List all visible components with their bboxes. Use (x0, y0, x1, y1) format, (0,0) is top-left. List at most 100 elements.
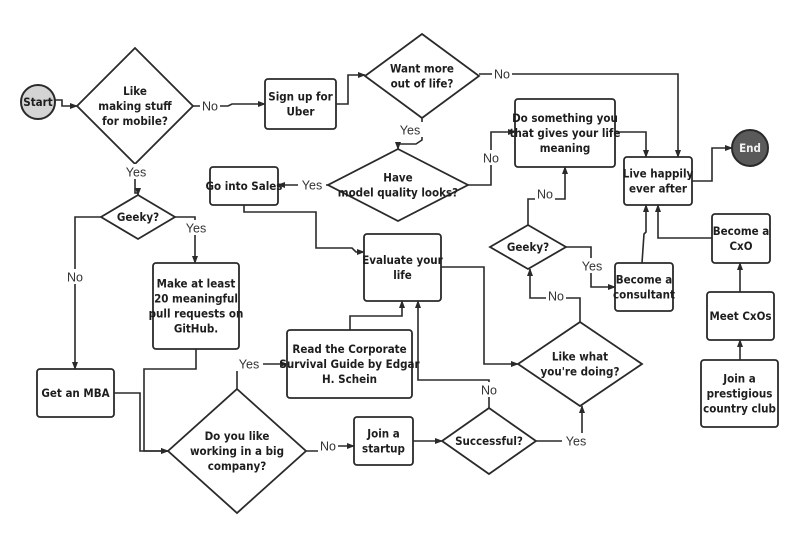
node-label-line: Live happily (623, 167, 694, 181)
edge-label-background (479, 382, 499, 397)
decision-diamond (488, 223, 568, 271)
node-label-line: CxO (729, 239, 752, 253)
edge-happily-to-end (692, 145, 733, 182)
node-label-line: Do you like (205, 429, 270, 443)
node-label-line: GitHub. (174, 322, 218, 336)
edge-meetCxos-to-cxo (655, 204, 712, 239)
node-label-line: meaning (540, 141, 590, 155)
node-label-line: making stuff (98, 99, 172, 113)
decision-diamond (99, 193, 177, 241)
edge-label-background (182, 220, 210, 235)
edge-label-yes: Yes (566, 435, 586, 449)
edge-start-to-mobile (55, 99, 78, 109)
node-label-line: Want more (390, 62, 454, 76)
node-label-line: pull requests on (149, 307, 244, 321)
node-geeky1: Geeky? (99, 193, 177, 241)
edge-label-yes: Yes (582, 260, 602, 274)
process-box (614, 262, 674, 312)
node-label-line: consultant (613, 288, 675, 302)
node-label-line: Sign up for (268, 90, 333, 104)
edge-label-background (200, 98, 220, 113)
edge-label-no: No (320, 440, 336, 454)
node-mba: Get an MBA (36, 368, 115, 418)
node-label-line: Geeky? (117, 210, 159, 224)
node-label-line: Read the Corporate (292, 342, 406, 356)
node-label-line: Do something you (512, 111, 618, 125)
edge-label-background (492, 66, 512, 81)
edge-label-background (396, 122, 424, 137)
edge-label-background (235, 356, 263, 371)
process-box (706, 291, 775, 341)
edge-label-yes: Yes (400, 124, 420, 138)
edge-uber-to-moreLife (336, 72, 366, 105)
node-sales: Go into Sales (206, 166, 283, 206)
node-label-line: Meet CxOs (709, 309, 771, 323)
edge-label-background (65, 269, 85, 284)
node-end: End (731, 129, 769, 167)
edge-geeky2-to-consultant (641, 204, 649, 264)
edge-label-no: No (494, 68, 510, 82)
edge-label-yes: Yes (302, 179, 322, 193)
edge-geeky1-to-pullRequests (175, 216, 198, 264)
edge-label-background (481, 150, 501, 165)
process-box (36, 368, 115, 418)
node-label-line: country club (703, 402, 776, 416)
node-label-line: Become a (713, 224, 770, 238)
process-box (711, 213, 771, 264)
edge-mba-to-bigCompany (114, 392, 169, 454)
edge-label-background (122, 164, 150, 179)
edge-label-no: No (481, 384, 497, 398)
node-label-line: Join a (722, 372, 755, 386)
node-label-line: Geeky? (507, 240, 549, 254)
node-label-line: Get an MBA (41, 386, 109, 400)
node-label-line: Make at least (157, 277, 236, 291)
edge-readGuide-to-evaluate (349, 300, 405, 330)
node-label-line: Evaluate your (362, 253, 443, 267)
edge-label-yes: Yes (126, 166, 146, 180)
node-geeky2: Geeky? (488, 223, 568, 271)
node-label-line: Have (383, 171, 412, 185)
edge-label-no: No (537, 188, 553, 202)
edge-sales-to-evaluate (243, 205, 365, 255)
node-label-line: Become a (616, 273, 673, 287)
process-box (209, 166, 279, 206)
edge-evaluate-to-likeDoing (441, 266, 519, 367)
decision-diamond (166, 387, 308, 515)
decision-diamond (363, 32, 481, 120)
node-label-line: life (393, 268, 412, 282)
node-label-line: prestigious (707, 387, 773, 401)
edge-label-no: No (67, 271, 83, 285)
node-label-line: model quality looks? (338, 186, 458, 200)
node-successful: Successful? (440, 406, 538, 476)
node-label-line: Uber (287, 105, 316, 119)
decision-diamond (516, 320, 644, 408)
edge-label-no: No (202, 100, 218, 114)
edge-label-no: No (483, 152, 499, 166)
edge-moreLife-to-happily (479, 73, 681, 158)
node-label-line: Go into Sales (206, 179, 283, 193)
edge-label-no: No (548, 290, 564, 304)
edge-label-background (535, 186, 555, 201)
edge-geeky1-to-mba (72, 216, 101, 370)
start-terminal (20, 84, 56, 120)
process-box (264, 78, 337, 130)
node-label-line: Like (123, 84, 147, 98)
decision-diamond (440, 406, 538, 476)
process-box (514, 98, 616, 168)
node-label-line: Like what (552, 350, 608, 364)
process-box (353, 416, 414, 466)
